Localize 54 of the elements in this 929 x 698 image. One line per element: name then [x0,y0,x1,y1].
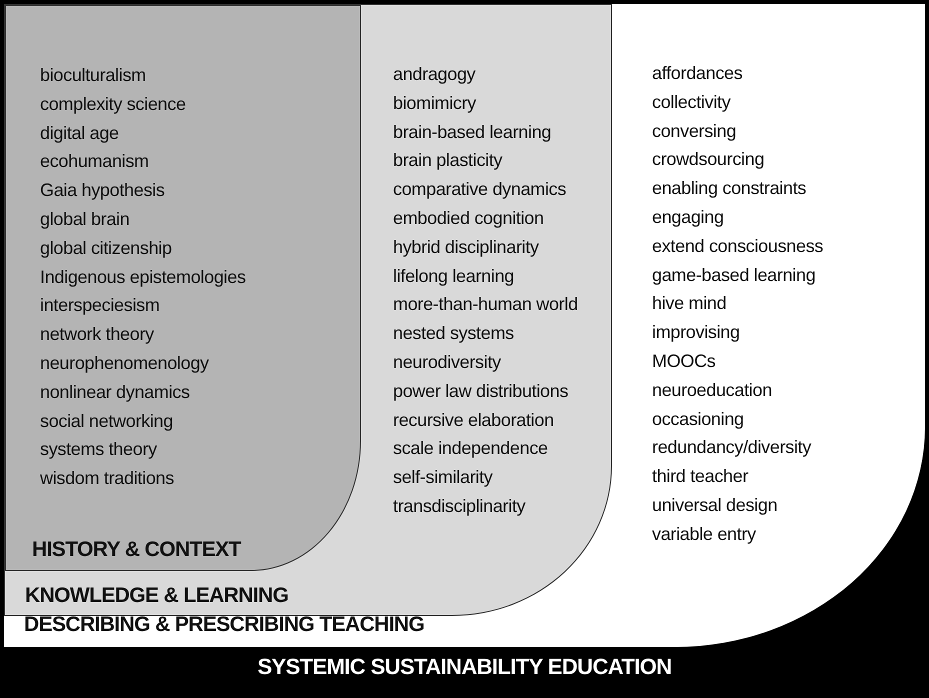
term-text: nonlinear dynamics [40,380,190,403]
term-text: extend consciousness [652,234,824,257]
term-text: brain plasticity [393,149,502,172]
term-text: collectivity [652,90,730,113]
term-text: comparative dynamics [393,178,566,200]
term-text: bioculturalism [40,64,146,86]
term-text: scale independence [393,437,548,460]
term-text: third teacher [652,465,748,488]
term-text: interspeciesism [40,294,160,316]
term-text: brain-based learning [393,120,552,143]
term-text: ecohumanism [40,150,149,172]
term-text: more-than-human world [393,293,578,316]
term-text: neuroeducation [652,378,772,401]
term-text: redundancy/diversity [652,436,812,458]
term-text: Gaia hypothesis [40,179,165,202]
term-text: embodied cognition [393,207,544,229]
term-text: universal design [652,494,778,516]
term-text: conversing [652,120,736,142]
term-text: transdisciplinarity [393,495,526,517]
term-text: recursive elaboration [393,408,554,431]
term-text: self-similarity [393,466,493,488]
section-heading: SYSTEMIC SUSTAINABILITY EDUCATION [257,654,672,680]
term-text: hive mind [652,292,726,314]
term-text: complexity science [40,92,186,115]
term-text: lifelong learning [393,264,514,287]
term-text: occasioning [652,408,744,430]
section-heading: DESCRIBING & PRESCRIBING TEACHING [24,613,424,637]
term-text: digital age [40,122,119,144]
section-heading: KNOWLEDGE & LEARNING [25,584,288,608]
inner-panel [5,5,361,571]
term-text: global citizenship [40,236,172,259]
term-text: enabling constraints [652,177,806,200]
term-text: Indigenous epistemologies [40,266,246,288]
middle-panel [4,4,612,616]
term-text: hybrid disciplinarity [393,236,539,258]
term-text: neurodiversity [393,351,501,373]
term-text: biomimicry [393,92,476,114]
term-text: crowdsourcing [652,148,764,170]
term-text: andragogy [393,63,476,85]
term-text: social networking [40,410,173,432]
section-heading: HISTORY & CONTEXT [32,538,241,562]
term-text: nested systems [393,322,514,344]
term-text: variable entry [652,522,756,545]
term-text: affordances [652,62,742,84]
term-text: wisdom traditions [40,467,174,490]
term-text: network theory [40,323,154,346]
term-text: systems theory [40,438,157,460]
term-text: neurophenomenology [40,352,209,374]
term-text: global brain [40,208,130,230]
term-text: MOOCs [652,350,716,372]
term-text: improvising [652,321,740,344]
term-text: power law distributions [393,380,568,402]
term-text: game-based learning [652,264,816,286]
term-text: engaging [652,206,724,228]
